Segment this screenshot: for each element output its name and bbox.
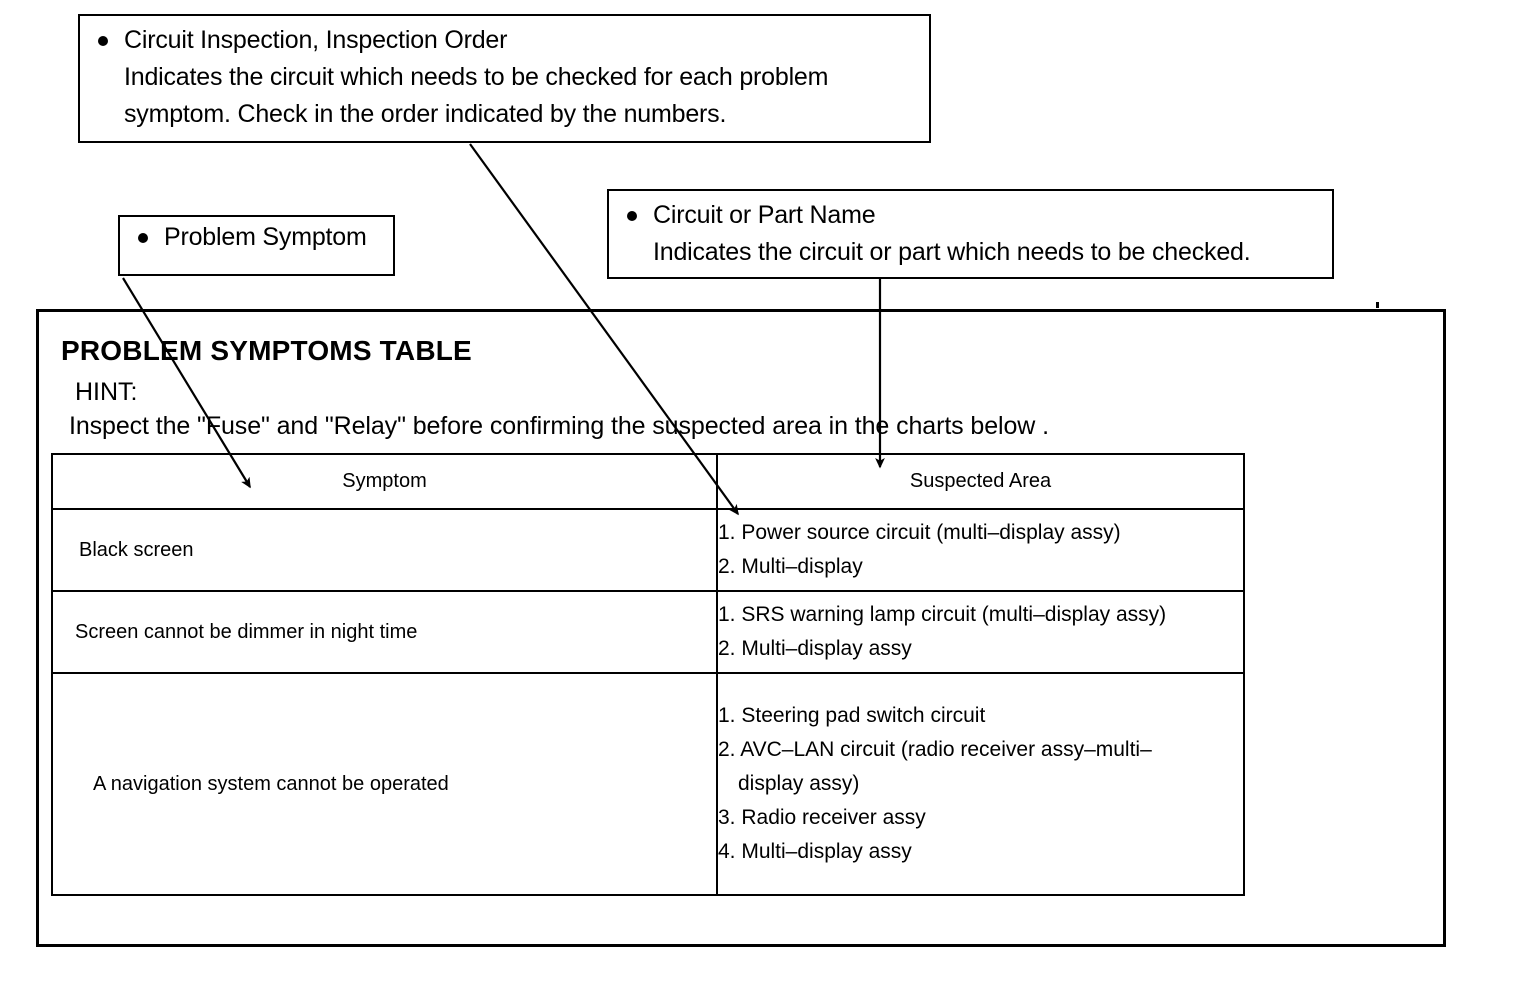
table-row: A navigation system cannot be operated 1… [51, 672, 1245, 896]
cell-suspected-area: 1. SRS warning lamp circuit (multi–displ… [716, 590, 1245, 674]
list-item: 1. Power source circuit (multi–display a… [718, 521, 1121, 544]
callout-problem-symptom-title: Problem Symptom [164, 223, 367, 251]
cell-symptom: Black screen [51, 508, 718, 592]
bullet-dot-icon [98, 35, 108, 46]
table-row: Screen cannot be dimmer in night time 1.… [51, 590, 1245, 674]
hint-label: HINT: [75, 378, 138, 406]
list-item: 1. Steering pad switch circuit [718, 704, 986, 727]
callout-problem-symptom-body: Problem Symptom [120, 217, 393, 258]
bullet-dot-icon [138, 232, 148, 243]
problem-symptoms-panel: PROBLEM SYMPTOMS TABLE HINT: Inspect the… [36, 309, 1446, 947]
column-header-symptom: Symptom [51, 453, 718, 510]
list-item: 4. Multi–display assy [718, 840, 912, 863]
callout-circuit-part-name-title-line: Circuit or Part Name [623, 197, 1322, 234]
table-row: Black screen 1. Power source circuit (mu… [51, 508, 1245, 592]
problem-symptoms-table: Symptom Suspected Area Black screen 1. P… [51, 453, 1245, 896]
list-item-continuation: display assy) [738, 772, 860, 795]
callout-problem-symptom-title-line: Problem Symptom [134, 219, 383, 256]
list-item: 1. SRS warning lamp circuit (multi–displ… [718, 603, 1167, 626]
table-header-row: Symptom Suspected Area [51, 453, 1245, 510]
column-header-suspected-area: Suspected Area [716, 453, 1245, 510]
hint-text: Inspect the "Fuse" and "Relay" before co… [69, 412, 1049, 440]
page-title: PROBLEM SYMPTOMS TABLE [61, 335, 472, 366]
callout-circuit-inspection-line-2: symptom. Check in the order indicated by… [124, 100, 727, 128]
cell-suspected-area: 1. Steering pad switch circuit 2. AVC–LA… [716, 672, 1245, 896]
list-item: 2. Multi–display [718, 555, 863, 578]
callout-circuit-inspection-line-1: Indicates the circuit which needs to be … [124, 63, 829, 91]
callout-circuit-part-name-title: Circuit or Part Name [653, 201, 876, 229]
table-body: Black screen 1. Power source circuit (mu… [51, 508, 1245, 896]
print-tick-mark [1376, 302, 1379, 308]
callout-problem-symptom: Problem Symptom [118, 215, 395, 276]
list-item: 2. Multi–display assy [718, 637, 912, 660]
cell-symptom: Screen cannot be dimmer in night time [51, 590, 718, 674]
callout-circuit-inspection-body: Circuit Inspection, Inspection Order Ind… [80, 16, 929, 139]
list-item: 2. AVC–LAN circuit (radio receiver assy–… [718, 733, 1243, 801]
callout-circuit-inspection-title: Circuit Inspection, Inspection Order [124, 26, 508, 54]
callout-circuit-part-name: Circuit or Part Name Indicates the circu… [607, 189, 1334, 279]
list-item-text: 2. AVC–LAN circuit (radio receiver assy–… [718, 738, 1152, 761]
callout-circuit-part-name-body: Circuit or Part Name Indicates the circu… [609, 191, 1332, 277]
callout-circuit-inspection: Circuit Inspection, Inspection Order Ind… [78, 14, 931, 143]
bullet-dot-icon [627, 210, 637, 221]
cell-symptom: A navigation system cannot be operated [51, 672, 718, 896]
cell-suspected-area: 1. Power source circuit (multi–display a… [716, 508, 1245, 592]
list-item: 3. Radio receiver assy [718, 806, 926, 829]
callout-circuit-inspection-title-line: Circuit Inspection, Inspection Order [94, 22, 919, 59]
table-header: Symptom Suspected Area [51, 453, 1245, 510]
callout-circuit-part-name-line-1: Indicates the circuit or part which need… [653, 238, 1251, 266]
